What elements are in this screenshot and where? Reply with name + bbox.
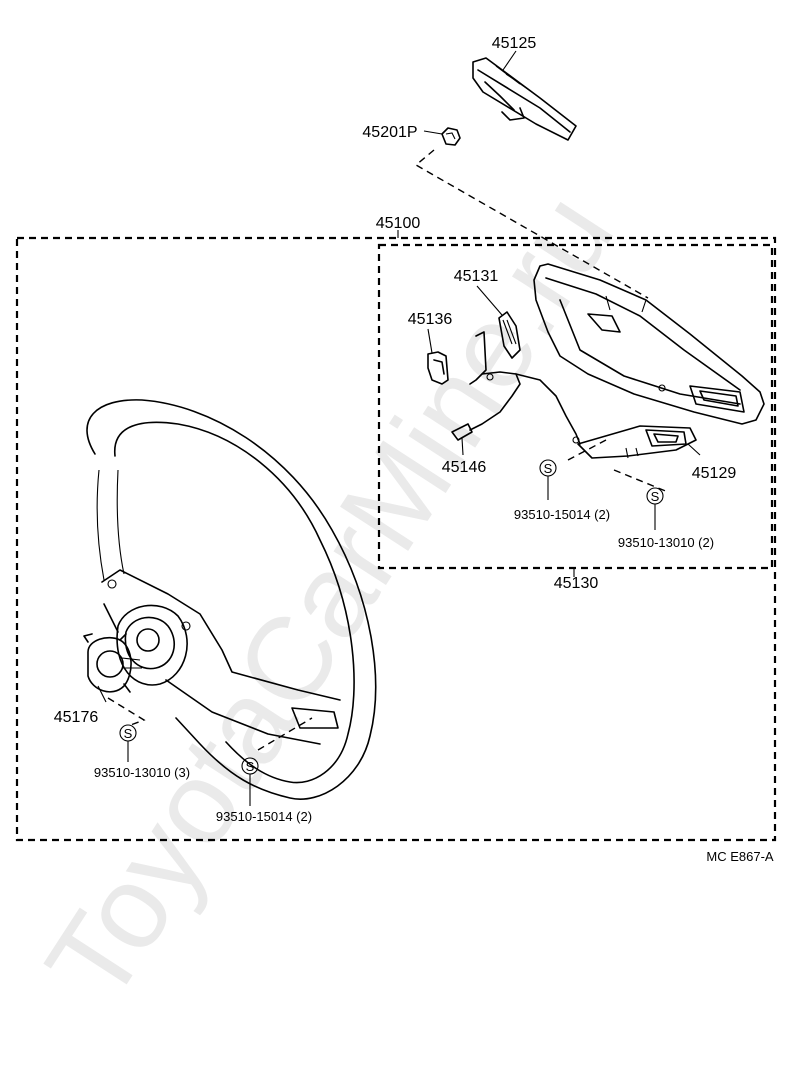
button-screw-dash xyxy=(613,469,669,493)
horn-button-part xyxy=(577,425,697,459)
bracket-part xyxy=(427,351,449,385)
wheel-screw-dash xyxy=(257,717,313,751)
label-pad-assy: 45130 xyxy=(554,575,599,592)
svg-text:S: S xyxy=(544,461,553,476)
label-horn-button: 45129 xyxy=(692,465,737,482)
svg-text:S: S xyxy=(124,726,133,741)
label-button-screw: 93510-13010 (2) xyxy=(618,535,714,550)
wheel-assembly-frame xyxy=(15,236,777,842)
label-bracket: 45136 xyxy=(408,311,453,328)
svg-text:S: S xyxy=(651,489,660,504)
label-nut: 45201P xyxy=(362,124,417,141)
svg-text:S: S xyxy=(246,759,255,774)
cover-leader xyxy=(502,50,517,71)
pad-assembly-frame xyxy=(377,243,774,570)
horn-wire-leader xyxy=(461,437,464,456)
label-cover-top: 45125 xyxy=(492,35,537,52)
label-pad-screw: 93510-15014 (2) xyxy=(514,507,610,522)
horn-wire-part xyxy=(451,331,581,445)
nut-leader xyxy=(423,130,443,135)
nut-part xyxy=(441,127,461,146)
ring-screw-dash xyxy=(107,697,146,727)
cover-top-part xyxy=(472,57,577,141)
ring-part xyxy=(83,633,142,693)
horn-pad-part xyxy=(533,263,765,425)
bracket-leader xyxy=(427,328,433,354)
emblem-leader xyxy=(476,285,503,316)
ring-leader xyxy=(97,685,107,703)
seal-symbol-button: S xyxy=(646,487,664,505)
label-horn-wire: 45146 xyxy=(442,459,487,476)
watermark-text: ToyotaCarMine.ru xyxy=(21,171,639,1024)
label-emblem: 45131 xyxy=(454,268,499,285)
label-wheel-screw: 93510-15014 (2) xyxy=(216,809,312,824)
seal-symbol-pad: S xyxy=(539,459,557,477)
horn-button-leader xyxy=(687,443,701,456)
label-ring: 45176 xyxy=(54,709,99,726)
label-ring-screw: 93510-13010 (3) xyxy=(94,765,190,780)
emblem-part xyxy=(498,311,521,359)
label-wheel-assy: 45100 xyxy=(376,215,421,232)
seal-symbol-ring: S xyxy=(119,724,137,742)
figure-code: MC E867-A xyxy=(706,849,774,864)
